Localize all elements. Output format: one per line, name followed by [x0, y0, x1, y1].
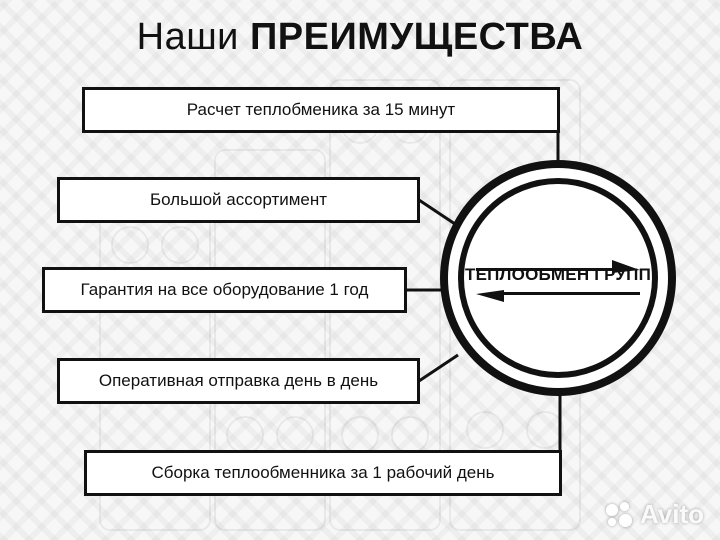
title-normal: Наши — [136, 16, 239, 58]
benefit-box-4: Оперативная отправка день в день — [57, 358, 420, 404]
benefit-label: Большой ассортимент — [149, 190, 328, 209]
benefit-box-2: Большой ассортимент — [57, 177, 420, 223]
benefit-box-5: Сборка теплообменника за 1 рабочий день — [84, 450, 562, 496]
company-logo-circle: ТЕПЛООБМЕН ГРУПП — [440, 160, 676, 396]
avito-logo-icon — [604, 500, 634, 530]
benefit-label: Оперативная отправка день в день — [98, 371, 379, 390]
benefit-label: Гарантия на все оборудование 1 год — [80, 280, 369, 299]
benefit-label: Расчет теплобменика за 15 минут — [186, 100, 456, 119]
connector-2 — [418, 198, 459, 228]
connector-4 — [418, 353, 459, 383]
avito-watermark: Avito — [604, 499, 704, 530]
benefit-box-1: Расчет теплобменика за 15 минут — [82, 87, 560, 133]
page-title: Наши ПРЕИМУЩЕСТВА — [0, 16, 720, 59]
watermark-text: Avito — [639, 499, 704, 529]
logo-text: ТЕПЛООБМЕН ГРУПП — [465, 265, 651, 284]
benefit-label: Сборка теплообменника за 1 рабочий день — [151, 463, 495, 482]
title-bold: ПРЕИМУЩЕСТВА — [249, 16, 584, 58]
logo-arrows-icon — [476, 260, 640, 302]
benefit-box-3: Гарантия на все оборудование 1 год — [42, 267, 407, 313]
logo-inner-ring — [458, 178, 658, 378]
